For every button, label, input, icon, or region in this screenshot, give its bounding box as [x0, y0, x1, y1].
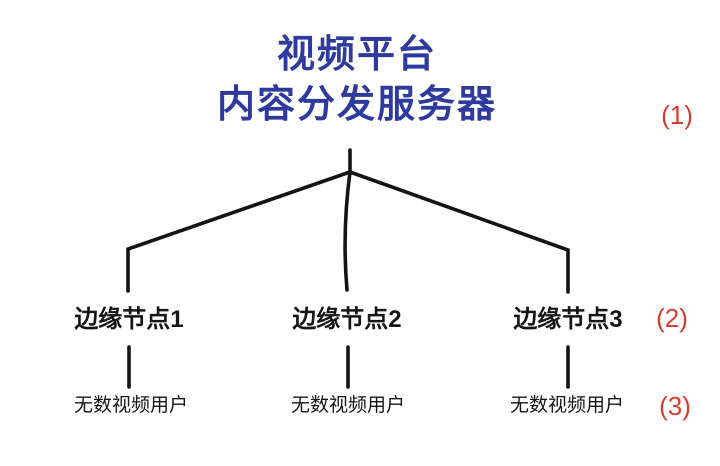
edge-line-root-to-node2 [343, 170, 352, 292]
edge-line-root-to-node1 [126, 170, 352, 293]
root-node-title-line1: 视频平台 [276, 34, 437, 76]
root-node-title-line2: 内容分发服务器 [216, 84, 497, 126]
users-label-1: 无数视频用户 [73, 395, 188, 416]
edge-node-1-label: 边缘节点1 [74, 306, 184, 333]
edge-node-3-label: 边缘节点3 [513, 306, 623, 333]
root-node-title: 视频平台 内容分发服务器 [157, 30, 557, 130]
users-label-2: 无数视频用户 [290, 395, 405, 416]
level-marker-3: (3) [659, 391, 691, 421]
level-marker-2: (2) [656, 303, 688, 333]
users-label-3: 无数视频用户 [509, 395, 624, 416]
level-marker-1: (1) [661, 100, 693, 130]
edge-node-2-label: 边缘节点2 [292, 306, 402, 333]
edge-line-root-to-node3 [348, 170, 570, 294]
